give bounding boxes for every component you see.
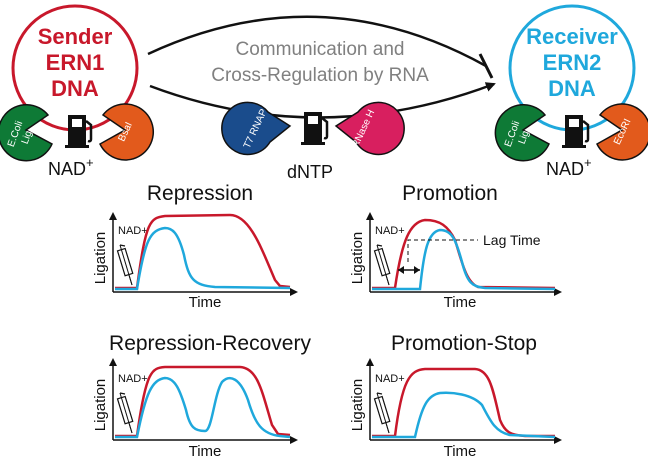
sender-curve [115, 213, 291, 290]
lag-time-arrow-left-head [398, 266, 404, 274]
fuel-label: dNTP [287, 162, 333, 182]
middle-caption-line1: Communication and [236, 39, 405, 60]
receiver-curve [115, 376, 291, 439]
sender-label-line2: ERN1 [46, 50, 105, 75]
sender-group: Sender ERN1 DNA E.Coli Lig. BsaI NAD+ [0, 4, 155, 179]
lag-time-label: Lag Time [483, 232, 541, 248]
syringe-icon [373, 392, 391, 434]
nad-label: NAD+ [375, 225, 405, 237]
receiver-label-line1: Receiver [526, 24, 618, 49]
y-axis-label: Ligation [92, 379, 109, 432]
panel-promotion-stop: Promotion-Stop Ligation Time NAD+ [349, 332, 562, 460]
y-axis-label: Ligation [349, 379, 366, 432]
sender-cofactor: NAD+ [48, 155, 94, 179]
sender-label-line3: DNA [51, 76, 99, 101]
repression-bar [478, 53, 494, 79]
receiver-curve [372, 228, 556, 291]
panel-title: Promotion-Stop [391, 332, 537, 355]
syringe-icon [373, 244, 391, 286]
receiver-curve [115, 226, 291, 291]
receiver-curve [372, 391, 556, 439]
receiver-fuel-pump-icon [560, 113, 590, 150]
panel-repression-recovery: Repression-Recovery Ligation Time NAD+ [92, 332, 311, 460]
syringe-icon [116, 392, 134, 434]
bsai-pacman-icon: BsaI [99, 103, 155, 161]
repression-arc [147, 15, 487, 68]
nad-label: NAD+ [375, 373, 405, 385]
rnase-h-pacman-icon: RNase H [334, 101, 405, 156]
panel-promotion: Promotion Ligation Time NAD+ Lag Time [349, 182, 562, 311]
y-axis-label: Ligation [349, 232, 366, 285]
x-axis-label: Time [444, 443, 477, 460]
receiver-group: Receiver ERN2 DNA E.Coli Lig. EcoRI NAD+ [494, 4, 648, 179]
receiver-cofactor: NAD+ [546, 155, 592, 179]
panel-repression: Repression Ligation Time NAD+ [92, 182, 298, 311]
panel-title: Repression [147, 182, 253, 205]
sender-label-line1: Sender [38, 24, 113, 49]
sender-curve [115, 365, 291, 438]
receiver-ligase-label-line2: Lig. [517, 127, 533, 146]
fuel-pump-icon [63, 113, 93, 150]
ecori-pacman-icon: EcoRI [596, 103, 648, 161]
receiver-label-line3: DNA [548, 76, 596, 101]
panel-title: Repression-Recovery [109, 332, 311, 355]
ligase-pacman-icon: E.Coli Lig. [0, 104, 53, 162]
x-axis-label: Time [444, 294, 477, 311]
t7-rnap-pacman-icon: T7 RNAP [221, 101, 292, 156]
lag-time-arrow-right-head [414, 266, 420, 274]
x-axis-label: Time [189, 294, 222, 311]
lag-time-bracket [407, 239, 478, 262]
nad-label: NAD+ [118, 373, 148, 385]
panel-title: Promotion [402, 182, 498, 205]
nad-label: NAD+ [118, 225, 148, 237]
receiver-ligase-pacman-icon: E.Coli Lig. [494, 104, 550, 162]
y-axis-label: Ligation [92, 232, 109, 285]
sender-curve [372, 367, 555, 438]
middle-caption-line2: Cross-Regulation by RNA [211, 65, 429, 86]
syringe-icon [116, 244, 134, 286]
receiver-label-line2: ERN2 [543, 50, 602, 75]
ligase-label-line2: Lig. [20, 127, 36, 146]
x-axis-label: Time [189, 443, 222, 460]
